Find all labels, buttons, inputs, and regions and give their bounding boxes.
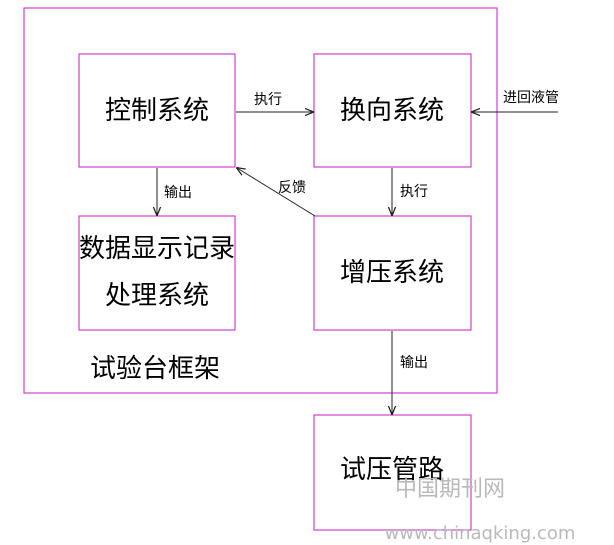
pressurization-system-label: 增压系统: [340, 258, 444, 288]
edge-label-output-2: 输出: [400, 355, 428, 371]
edge-label-execute-2: 执行: [400, 184, 428, 200]
reversing-system-label: 换向系统: [340, 96, 444, 126]
edge-label-output-1: 输出: [164, 185, 192, 201]
test-bench-frame: [23, 7, 498, 394]
edge-label-feedback: 反馈: [278, 180, 306, 196]
watermark-url: www.chinaqking.com: [385, 523, 576, 544]
edge-label-inlet-return-pipe: 进回液管: [503, 90, 559, 106]
data-processing-label-line2: 处理系统: [105, 281, 209, 311]
watermark-title: 中国期刊网: [395, 477, 505, 502]
reversing-system-box: [313, 53, 472, 168]
data-processing-box: [78, 215, 236, 331]
test-pipeline-box: [313, 414, 472, 531]
test-pipeline-label: 试压管路: [340, 455, 444, 485]
control-system-label: 控制系统: [105, 96, 209, 126]
control-system-box: [78, 53, 236, 168]
arrow-feedback-to-control: [237, 168, 316, 217]
edge-label-execute-1: 执行: [254, 92, 282, 108]
data-processing-label-line1: 数据显示记录: [79, 234, 235, 264]
test-bench-frame-label: 试验台框架: [90, 354, 220, 384]
pressurization-system-box: [313, 215, 472, 331]
